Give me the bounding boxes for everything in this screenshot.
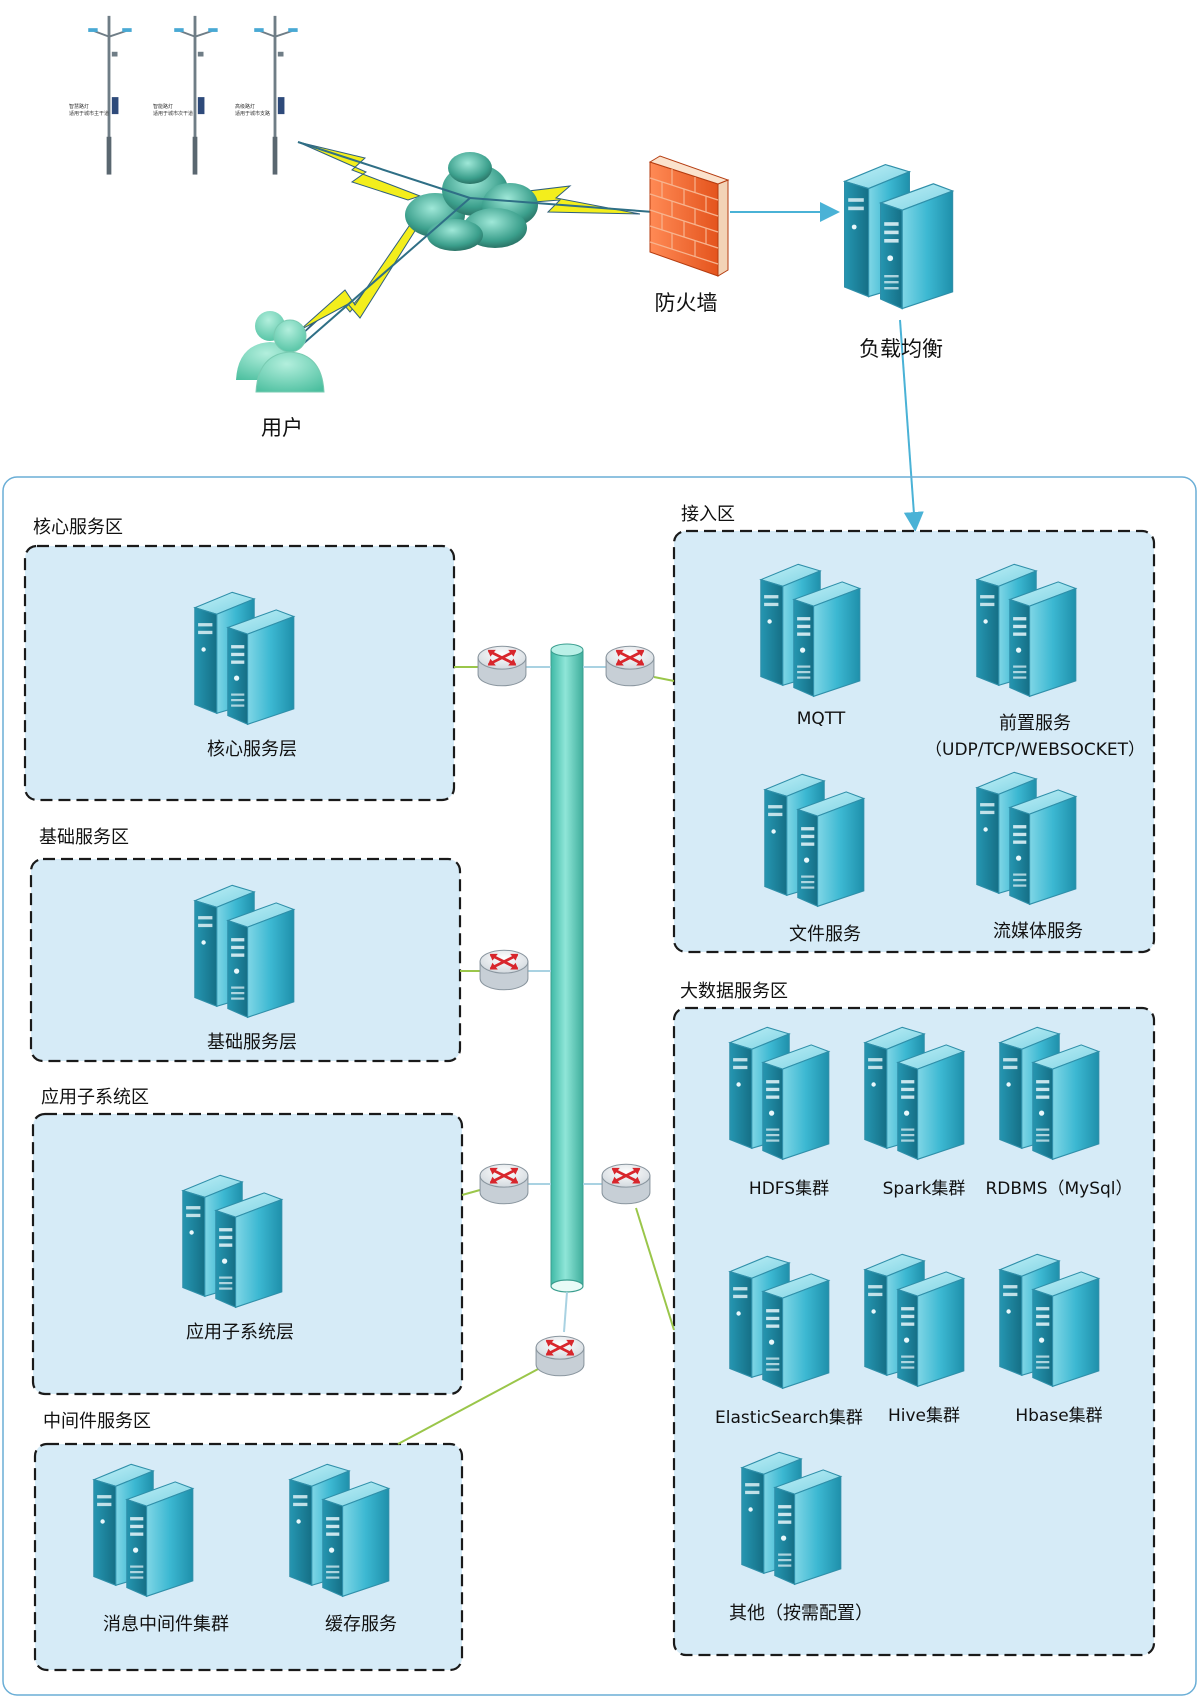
app-server-icon xyxy=(182,1174,283,1308)
hive-server-icon xyxy=(864,1253,965,1387)
base-zone-title: 基础服务区 xyxy=(39,827,129,848)
firewall-label: 防火墙 xyxy=(654,291,718,315)
access-zone-title: 接入区 xyxy=(681,504,735,525)
router-app xyxy=(478,1162,530,1206)
es-server-icon xyxy=(729,1255,830,1389)
cache-server-label: 缓存服务 xyxy=(325,1614,397,1635)
mqtt-server-label: MQTT xyxy=(796,709,846,729)
mq-server-icon xyxy=(93,1463,194,1597)
streetlight-2-caption: 智能路灯 适用于城市次干道 xyxy=(153,104,193,118)
core-server-icon xyxy=(194,591,295,725)
rdbms-server-label: RDBMS（MySql） xyxy=(985,1179,1133,1199)
base-server-label: 基础服务层 xyxy=(207,1032,297,1053)
file-server-label: 文件服务 xyxy=(789,924,861,945)
router-base xyxy=(478,948,530,992)
router-access xyxy=(604,644,656,688)
stream-server-label: 流媒体服务 xyxy=(993,921,1083,942)
streetlight-1-line1: 智慧路灯 xyxy=(69,104,90,110)
front-server-sub-label: （UDP/TCP/WEBSOCKET） xyxy=(925,740,1145,760)
router-bigdata xyxy=(600,1162,652,1206)
spark-server-icon xyxy=(864,1026,965,1160)
mqtt-server-icon xyxy=(760,563,861,697)
spark-server-label: Spark集群 xyxy=(882,1179,966,1199)
other-server-label: 其他（按需配置） xyxy=(729,1603,873,1624)
streetlight-2-line2: 适用于城市次干道 xyxy=(153,111,194,117)
front-server-icon xyxy=(976,563,1077,697)
hdfs-server-label: HDFS集群 xyxy=(748,1179,830,1199)
app-server-label: 应用子系统层 xyxy=(186,1322,294,1343)
datacenter-boundary xyxy=(2,476,1197,1696)
cloud-links xyxy=(295,141,681,351)
router-middleware xyxy=(534,1334,586,1378)
load-balancer-server-icon xyxy=(843,163,954,310)
router-core xyxy=(476,644,528,688)
stream-server-icon xyxy=(976,771,1077,905)
streetlight-3 xyxy=(252,14,300,177)
user-icon xyxy=(236,311,325,393)
network-links xyxy=(397,666,675,1445)
hbase-server-icon xyxy=(999,1253,1100,1387)
file-server-icon xyxy=(764,773,865,907)
hdfs-server-icon xyxy=(729,1026,830,1160)
internet-cloud xyxy=(405,152,538,251)
arrow-lb-to-access xyxy=(899,319,924,532)
streetlight-1-caption: 智慧路灯 适用于城市主干道 xyxy=(69,104,109,118)
user-label: 用户 xyxy=(261,416,303,440)
mq-server-label: 消息中间件集群 xyxy=(103,1614,229,1635)
middleware-zone-title: 中间件服务区 xyxy=(43,1411,151,1432)
streetlight-2 xyxy=(172,14,220,177)
hbase-server-label: Hbase集群 xyxy=(1015,1406,1103,1426)
bigdata-zone-title: 大数据服务区 xyxy=(680,981,788,1002)
streetlight-2-line1: 智能路灯 xyxy=(153,104,174,110)
streetlight-group xyxy=(86,14,300,177)
streetlight-1-line2: 适用于城市主干道 xyxy=(69,111,110,117)
other-server-icon xyxy=(741,1451,842,1585)
streetlight-1 xyxy=(86,14,134,177)
core-zone-title: 核心服务区 xyxy=(33,517,123,538)
bolt-lamp-cloud xyxy=(297,141,422,201)
firewall-icon xyxy=(648,155,730,277)
app-zone-title: 应用子系统区 xyxy=(41,1087,149,1108)
base-server-icon xyxy=(194,884,295,1018)
core-server-label: 核心服务层 xyxy=(207,739,297,760)
backbone-bus xyxy=(550,643,584,1293)
hive-server-label: Hive集群 xyxy=(887,1406,961,1426)
front-server-label: 前置服务 xyxy=(999,713,1071,734)
rdbms-server-icon xyxy=(999,1026,1100,1160)
streetlight-3-caption: 高级路灯 适用于城市支路 xyxy=(235,104,270,118)
load-balancer-label: 负载均衡 xyxy=(859,337,943,361)
streetlight-3-line2: 适用于城市支路 xyxy=(235,111,271,117)
es-server-label: ElasticSearch集群 xyxy=(715,1408,863,1428)
streetlight-3-line1: 高级路灯 xyxy=(235,104,256,110)
cache-server-icon xyxy=(289,1463,390,1597)
